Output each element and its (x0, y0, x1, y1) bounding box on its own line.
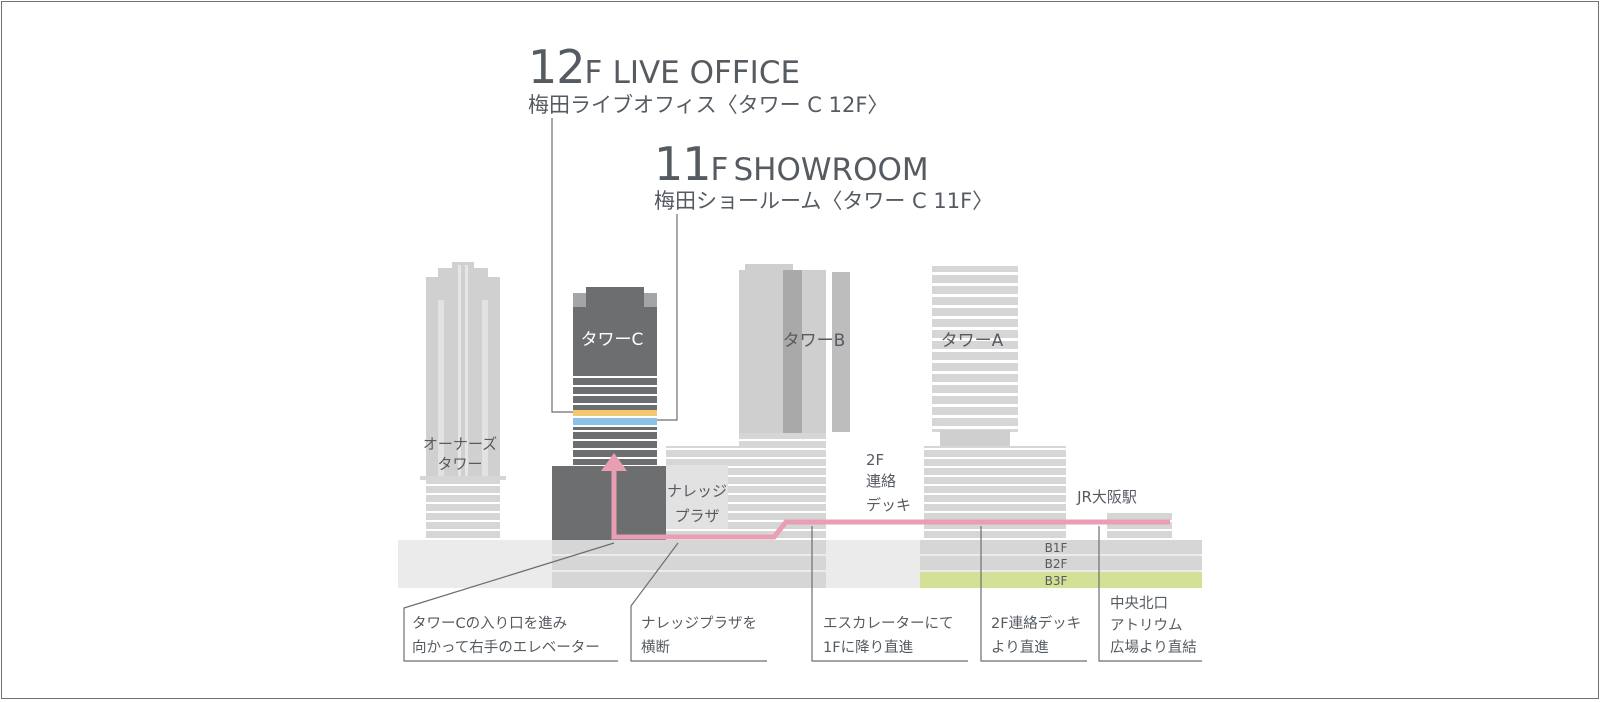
b3f-highlight (920, 572, 1202, 588)
callout-5-line-1: 中央北口 (1110, 595, 1168, 612)
owners-tower-label-1: オーナーズ (423, 435, 497, 453)
showroom-floor-band (573, 418, 657, 425)
route-line (611, 465, 1170, 540)
callout-2-line-2: 横断 (641, 639, 670, 656)
showroom-leader-line (655, 214, 678, 421)
b2f-label: B2F (1045, 557, 1068, 571)
callout-5-line-2: アトリウム (1110, 617, 1183, 634)
showroom-floor-suffix: F (710, 152, 729, 188)
owners-tower-label-2: タワー (437, 455, 482, 473)
callout-4-line-2: より直進 (991, 639, 1049, 656)
showroom-title: SHOWROOM (733, 152, 929, 188)
callout-1-line-1: タワーCの入り口を進み (412, 615, 567, 632)
owners-tower (420, 262, 506, 540)
basement-levels (552, 540, 1202, 588)
callout-4-line-1: 2F連絡デッキ (991, 614, 1081, 632)
callout-5-leader (1098, 526, 1202, 662)
callout-3-leader (811, 526, 968, 662)
b3f-label: B3F (1045, 574, 1068, 588)
tower-b (739, 264, 850, 540)
deck-label-3: デッキ (866, 496, 911, 514)
showroom-subtitle: 梅田ショールーム〈タワー C 11F〉 (654, 189, 994, 213)
callout-1-line-2: 向かって右手のエレベーター (412, 639, 600, 656)
jr-station-block (1107, 513, 1172, 540)
office-heading: 12F LIVE OFFICE (528, 40, 800, 94)
office-floor-band (573, 410, 657, 416)
b1f-label: B1F (1045, 541, 1068, 555)
callout-3-line-1: エスカレーターにて (823, 615, 954, 632)
tower-c (552, 287, 666, 540)
tower-a (924, 266, 1066, 540)
callout-5-line-3: 広場より直結 (1110, 639, 1197, 656)
deck-label-1: 2F (866, 451, 884, 469)
tower-b-label: タワーB (783, 331, 846, 351)
tower-c-label: タワーC (581, 330, 644, 350)
plaza-label-2: プラザ (674, 507, 719, 525)
jr-station-label: JR大阪駅 (1076, 488, 1137, 506)
deck-label-2: 連絡 (866, 472, 896, 490)
showroom-heading: 11F SHOWROOM (654, 137, 929, 191)
callout-2-line-1: ナレッジプラザを (641, 615, 757, 632)
route-arrow-icon (601, 453, 627, 471)
callout-4-leader (980, 526, 1087, 662)
office-leader-line (551, 118, 573, 413)
office-subtitle: 梅田ライブオフィス〈タワー C 12F〉 (528, 93, 889, 117)
callout-1-leader (403, 542, 618, 662)
office-floor-number: 12 (528, 40, 586, 94)
office-title: LIVE OFFICE (612, 55, 801, 91)
callout-2-leader (630, 542, 767, 662)
plaza-label-1: ナレッジ (667, 482, 727, 500)
callout-3-line-2: 1Fに降り直進 (823, 639, 914, 656)
office-floor-suffix: F (584, 55, 603, 91)
showroom-floor-number: 11 (654, 137, 712, 191)
tower-a-label: タワーA (941, 331, 1004, 351)
